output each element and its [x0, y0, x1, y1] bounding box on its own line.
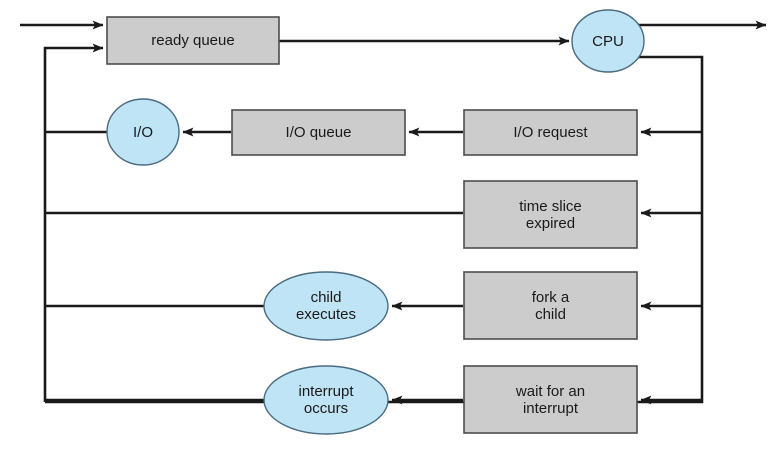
node-shape-wait-for-an-interrupt[interactable]	[463, 365, 638, 434]
edge-layer	[20, 20, 767, 405]
node-shape-time-slice-expired[interactable]	[463, 180, 638, 249]
node-shape-interrupt-occurs[interactable]	[263, 365, 389, 435]
node-shape-child-executes[interactable]	[263, 271, 389, 341]
node-shape-layer	[106, 9, 645, 435]
node-shape-cpu[interactable]	[571, 9, 645, 73]
node-shape-ready-queue[interactable]	[106, 16, 280, 65]
edge-left-bus-to-ready-queue	[43, 43, 104, 402]
node-shape-io-queue[interactable]	[231, 109, 406, 156]
node-shape-io-request[interactable]	[463, 109, 638, 156]
node-shape-io[interactable]	[106, 98, 180, 166]
node-shape-fork-a-child[interactable]	[463, 271, 638, 340]
